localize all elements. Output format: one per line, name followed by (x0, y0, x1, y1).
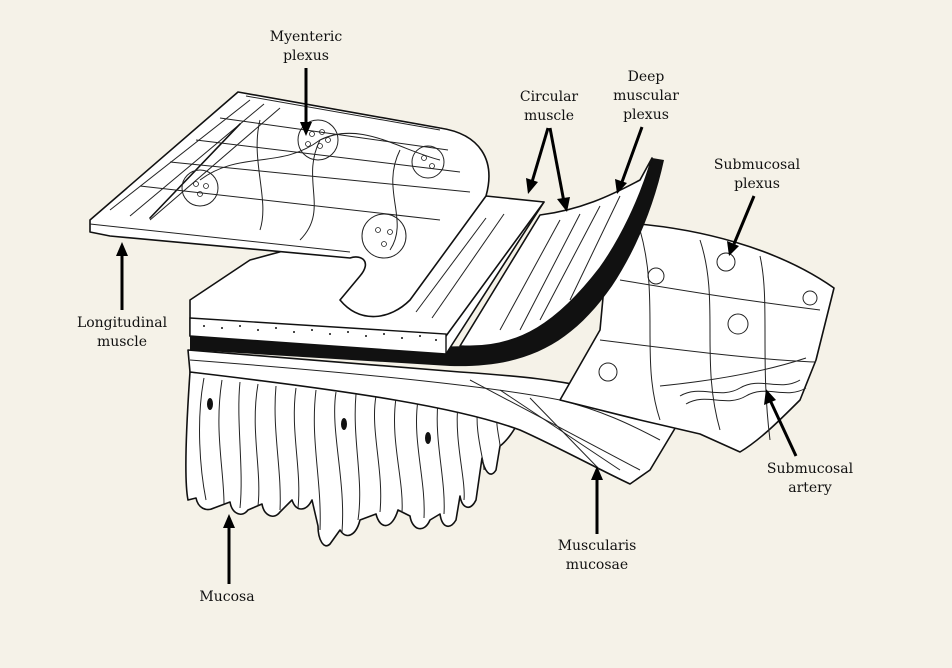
label-muscularis-line2: mucosae (566, 557, 628, 573)
label-mucosa-line1: Mucosa (199, 589, 254, 605)
label-circular-line2: muscle (524, 108, 574, 124)
label-submucosal-artery-line1: Submucosal (767, 461, 854, 477)
label-longitudinal-line2: muscle (97, 334, 147, 350)
label-deep-line1: Deep (628, 69, 665, 85)
label-submucosal-plexus-line2: plexus (734, 176, 780, 192)
label-submucosal-plexus-line1: Submucosal (714, 157, 801, 173)
label-muscularis-line1: Muscularis (558, 538, 637, 554)
label-deep-line3: plexus (623, 107, 669, 123)
label-submucosal-artery-line2: artery (788, 480, 832, 496)
label-circular-line1: Circular (520, 89, 579, 105)
label-deep-line2: muscular (613, 88, 679, 104)
label-mucosa: Mucosa (199, 589, 254, 605)
label-longitudinal-line1: Longitudinal (77, 315, 168, 331)
label-myenteric-line2: plexus (283, 48, 329, 64)
label-myenteric-line1: Myenteric (270, 29, 343, 45)
